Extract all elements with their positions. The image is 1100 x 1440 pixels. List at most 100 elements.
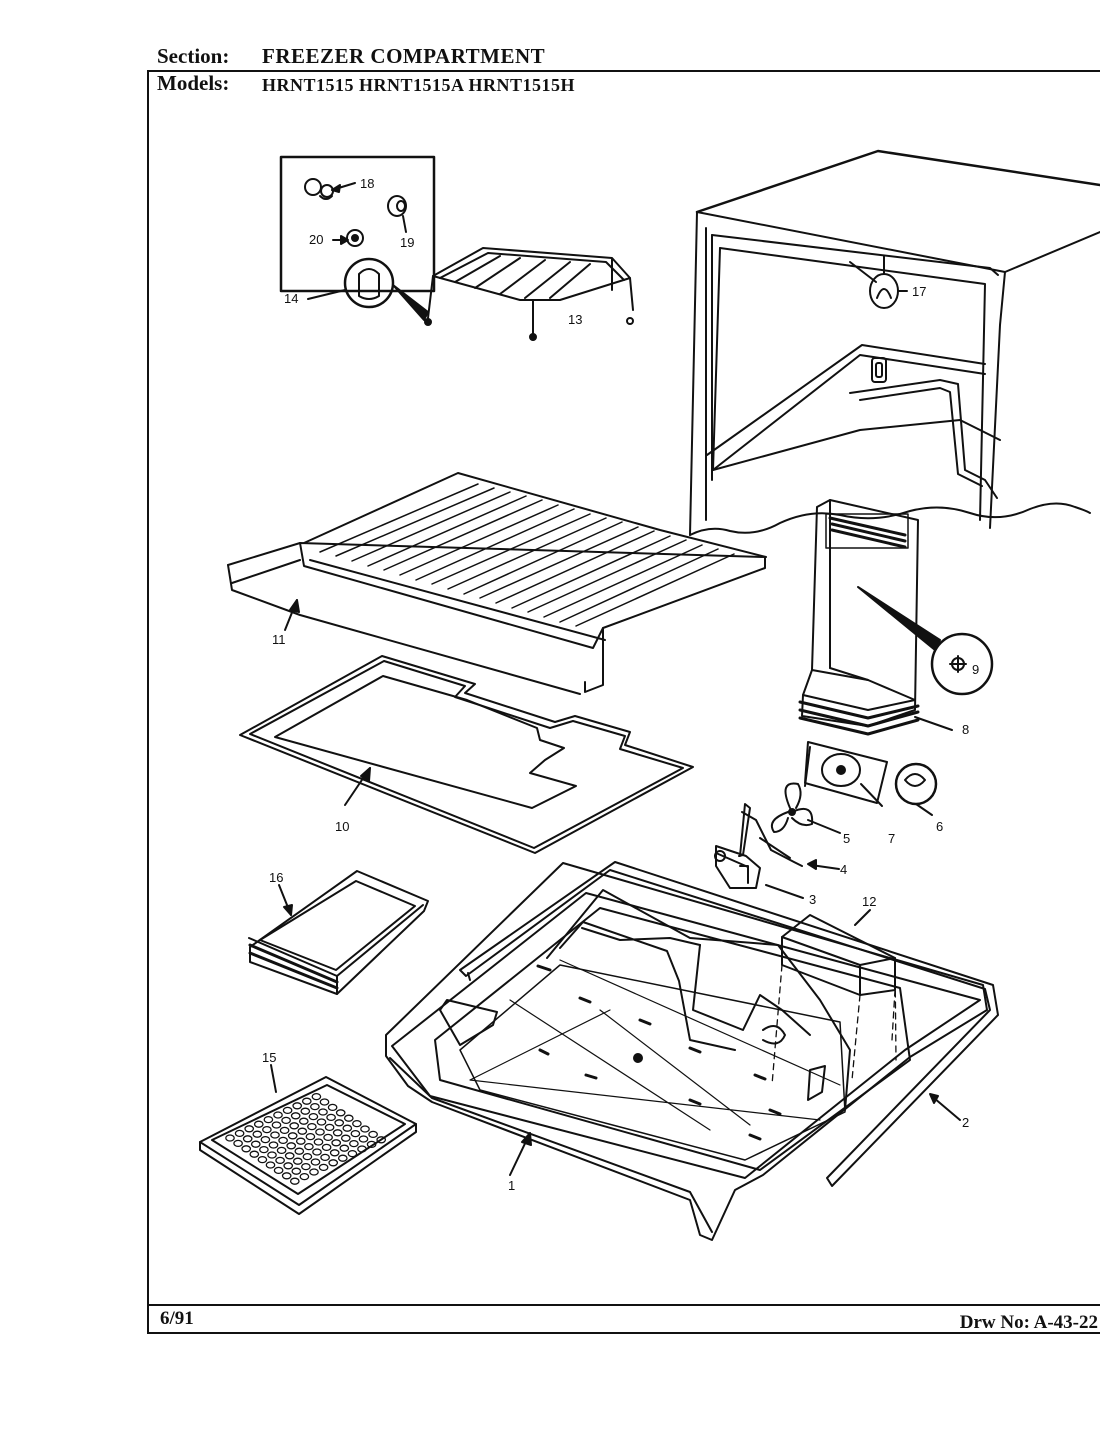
ice-cell <box>234 1129 245 1138</box>
ice-cell <box>320 1153 330 1162</box>
ice-cell <box>244 1125 255 1133</box>
ice-cell <box>349 1139 359 1148</box>
ice-cell <box>312 1148 322 1156</box>
ice-cell <box>278 1136 288 1145</box>
ice-cell <box>323 1133 333 1142</box>
ice-cell <box>287 1132 298 1140</box>
drawing-number: Drw No: A-43-22 <box>959 1312 1098 1333</box>
part-8-air-duct <box>798 499 953 736</box>
part-4-motor-bracket <box>738 803 840 870</box>
ice-cell <box>316 1118 327 1126</box>
ice-cell <box>310 1102 320 1111</box>
section-title: FREEZER COMPARTMENT <box>262 44 546 68</box>
ice-cell <box>291 1167 302 1175</box>
callout-14: 14 <box>284 291 298 306</box>
ice-cell <box>297 1127 308 1135</box>
callout-labels: 1 2 3 4 5 6 7 8 9 10 11 12 13 14 15 16 1… <box>262 176 979 1193</box>
ice-cell <box>262 1125 272 1134</box>
part-16-storage-tray <box>248 870 429 995</box>
ice-cell <box>289 1177 300 1185</box>
ice-cell <box>257 1155 268 1164</box>
frame-left-rule <box>147 70 149 1332</box>
callout-10: 10 <box>335 819 349 834</box>
ice-cell <box>313 1138 324 1146</box>
part-20-washer <box>332 229 364 247</box>
callout-13: 13 <box>568 312 582 327</box>
callout-5: 5 <box>843 831 850 846</box>
ice-cell <box>289 1122 300 1130</box>
part-5-fan-blade <box>770 782 841 834</box>
callout-7: 7 <box>888 831 895 846</box>
part-17-light-socket <box>849 255 908 309</box>
callout-6: 6 <box>936 819 943 834</box>
part-1-freezer-floor-pan <box>385 862 988 1241</box>
ice-cell <box>259 1145 269 1154</box>
hardware-inset <box>279 155 436 293</box>
ice-cell <box>309 1168 319 1176</box>
ice-cell <box>273 1111 283 1119</box>
ice-cell <box>268 1141 279 1149</box>
ice-cell <box>319 1098 330 1106</box>
ice-cell <box>260 1135 271 1144</box>
ice-cell <box>376 1136 387 1144</box>
ice-cell <box>310 1158 321 1166</box>
ice-cell <box>284 1152 295 1160</box>
ice-cell <box>343 1114 354 1122</box>
ice-cell <box>311 1092 322 1101</box>
ice-cell <box>324 1123 335 1132</box>
ice-cell <box>276 1146 287 1155</box>
part-12-evaporator-cover <box>771 909 897 1086</box>
models-label: Models: <box>157 71 230 95</box>
ice-cell <box>281 1172 292 1180</box>
ice-cell <box>304 1142 314 1151</box>
callout-12: 12 <box>862 894 876 909</box>
models-list: HRNT1515 HRNT1515A HRNT1515H <box>262 75 576 95</box>
ice-cell <box>263 1115 274 1124</box>
ice-cell <box>318 1163 329 1172</box>
callout-4: 4 <box>840 862 847 877</box>
part-11-freezer-shelf <box>227 472 767 695</box>
callout-11: 11 <box>272 632 286 647</box>
ice-cell <box>299 1172 310 1181</box>
ice-cell <box>241 1145 252 1153</box>
ice-cell <box>294 1147 305 1155</box>
ice-cell <box>339 1144 350 1152</box>
section-label: Section: <box>157 44 230 68</box>
callout-1: 1 <box>508 1178 515 1193</box>
ice-cell <box>307 1122 317 1131</box>
ice-cell <box>366 1140 377 1149</box>
ice-cell <box>302 1152 313 1161</box>
part-9-screw <box>857 586 994 696</box>
ice-cell <box>242 1135 253 1143</box>
frame-top-rule <box>147 70 1100 72</box>
ice-cell <box>329 1149 340 1157</box>
ice-cell <box>347 1149 358 1158</box>
part-3-fan-motor <box>714 845 804 899</box>
callout-8: 8 <box>962 722 969 737</box>
ice-cell <box>301 1162 311 1171</box>
ice-cell <box>315 1128 325 1136</box>
ice-cell <box>249 1150 260 1158</box>
part-18-clip <box>304 178 356 200</box>
part-14-cap <box>307 257 429 321</box>
ice-cell <box>250 1140 261 1148</box>
ice-cell <box>286 1142 297 1150</box>
ice-cell <box>308 1112 319 1121</box>
ice-cell <box>292 1102 303 1110</box>
revision-date: 6/91 <box>160 1308 194 1329</box>
ice-cell <box>328 1159 339 1167</box>
ice-cell <box>225 1134 235 1142</box>
ice-cell <box>327 1103 338 1112</box>
ice-cell <box>352 1119 362 1128</box>
ice-cell <box>342 1124 353 1132</box>
frame-bottom-rule <box>147 1332 1100 1334</box>
part-19-bumper <box>387 195 407 233</box>
callout-18: 18 <box>360 176 374 191</box>
ice-cell <box>360 1125 370 1133</box>
ice-cell <box>300 1107 311 1115</box>
callout-9: 9 <box>972 662 979 677</box>
part-10-cover-panel <box>239 655 694 854</box>
callout-3: 3 <box>809 892 816 907</box>
ice-cell <box>267 1151 277 1159</box>
